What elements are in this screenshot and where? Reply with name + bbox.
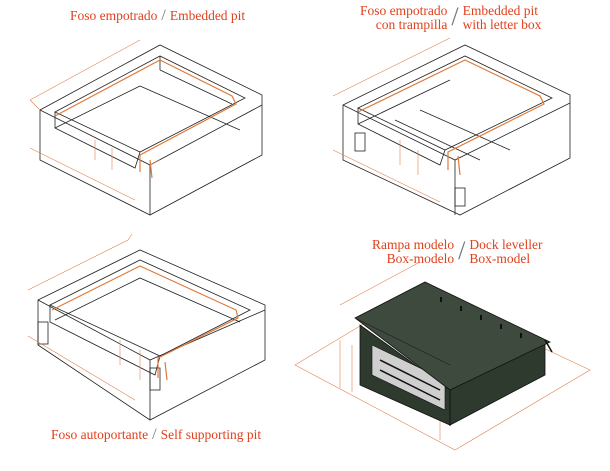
caption-en-line2: Box-model: [469, 251, 531, 266]
caption-es: Foso autoportante: [51, 427, 149, 442]
dock-leveller-drawing: [294, 261, 591, 451]
caption-en-line2: with letter box: [462, 17, 542, 32]
caption-es-line1: Foso empotrado: [360, 3, 448, 18]
slash-separator: /: [458, 236, 466, 265]
caption-es: Foso empotrado: [70, 8, 158, 23]
pit-frame-rail: [54, 59, 237, 172]
leveller-platform: [354, 281, 551, 391]
embedded-pit-drawing: [29, 39, 263, 216]
caption-en: Self supporting pit: [160, 427, 262, 442]
slash-separator: /: [152, 426, 157, 443]
caption-es-line2: Box-modelo: [386, 251, 455, 266]
pit-frame-rail: [51, 265, 239, 378]
self-supporting-pit-drawing: [27, 233, 266, 421]
caption-embedded-pit: Foso empotrado/Embedded pit: [70, 7, 246, 24]
caption-es-line2: con trampilla: [375, 17, 448, 32]
caption-self-supporting-pit: Foso autoportante/Self supporting pit: [51, 426, 262, 443]
caption-en: Embedded pit: [169, 8, 246, 23]
caption-en-line1: Embedded pit: [462, 3, 538, 18]
slash-separator: /: [451, 2, 459, 31]
slash-separator: /: [161, 7, 166, 24]
caption-embedded-pit-letter-box: Foso empotrado con trampilla / Embedded …: [360, 4, 541, 32]
caption-en-line1: Dock leveller: [469, 237, 543, 252]
pit-frame-rail: [357, 59, 545, 170]
caption-dock-leveller: Rampa modelo Box-modelo / Dock leveller …: [372, 238, 542, 266]
caption-es-line1: Rampa modelo: [372, 237, 455, 252]
embedded-pit-letter-box-drawing: [332, 37, 571, 216]
